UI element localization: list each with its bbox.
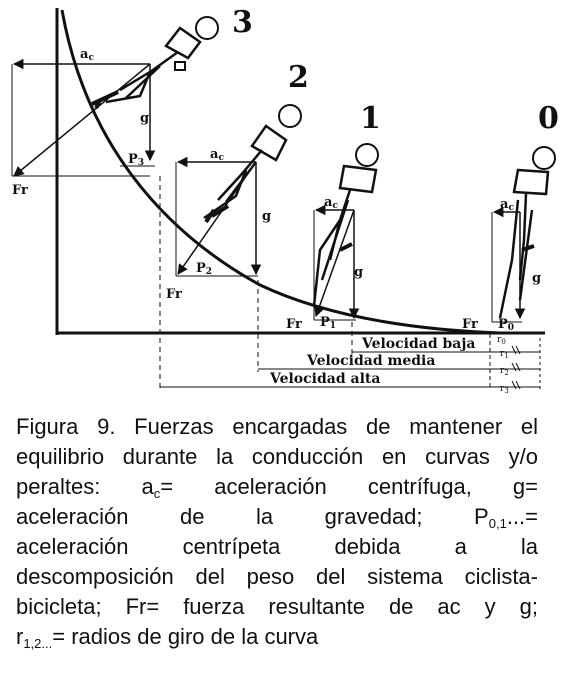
ac-label-1: ac [324, 195, 338, 211]
position-2-label: 2 [288, 60, 309, 95]
caption-line-3-sub: c [153, 486, 161, 501]
fr-label-1: Fr [286, 317, 302, 332]
caption-line-3-b: = aceleración centrífuga, g= [160, 474, 539, 499]
position-3-label: 3 [232, 5, 253, 40]
cycling-forces-diagram: 3 2 1 0 ac g Fr P3 ac g Fr P2 ac [11, 5, 559, 395]
cyclist-1 [312, 143, 379, 307]
g-label-1: g [354, 265, 363, 280]
break-marks [511, 345, 521, 390]
cyclist-3 [91, 16, 219, 109]
ac-label-2: ac [210, 147, 224, 163]
position-1-label: 1 [360, 101, 381, 136]
p0-label: P0 [498, 317, 514, 333]
caption-line-3: peraltes: ac= aceleración centrífuga, g= [16, 472, 538, 502]
caption-line-3-a: peraltes: a [16, 474, 154, 499]
r0-label: r0 [497, 335, 506, 346]
speed-low-label: Velocidad baja [361, 336, 476, 352]
caption-line-4: aceleración de la gravedad; P0,1...= [16, 502, 538, 532]
caption-line-2: equilibrio durante la conducción en curv… [16, 444, 538, 469]
caption-line-8: r1,2...= radios de giro de la curva [16, 622, 538, 652]
p1-label: P1 [320, 315, 336, 331]
g-label-2: g [262, 209, 271, 224]
fr-label-3: Fr [12, 183, 28, 198]
fr-label-2: Fr [166, 287, 182, 302]
curve-path [60, 9, 501, 335]
p2-label: P2 [196, 261, 212, 277]
fr-arrow-3 [13, 63, 151, 177]
caption-line-1: Figura 9. Fuerzas encargadas de mantener… [16, 414, 538, 439]
caption-line-4-sub: 0,1 [488, 516, 507, 531]
position-0-label: 0 [538, 101, 559, 136]
p3-label: P3 [128, 152, 144, 168]
caption-line-4-b: ...= [506, 504, 538, 529]
caption-line-5: aceleración centrípeta debida a la [16, 534, 538, 559]
r2-label: r2 [500, 366, 509, 377]
caption-line-6: descomposición del peso del sistema cicl… [16, 564, 538, 589]
cyclist-0 [498, 146, 556, 319]
caption-line-8-sub: 1,2... [23, 636, 53, 651]
ac-label-3: ac [80, 47, 94, 63]
r3-label: r3 [500, 384, 509, 395]
caption-line-8-b: = radios de giro de la curva [52, 624, 319, 649]
speed-high-label: Velocidad alta [269, 371, 380, 387]
caption-line-8-a: r [16, 624, 24, 649]
fr-label-0: Fr [462, 317, 478, 332]
figure-caption: Figura 9. Fuerzas encargadas de mantener… [16, 412, 538, 652]
caption-line-4-a: aceleración de la gravedad; P [16, 504, 489, 529]
ac-label-0: ac [500, 197, 514, 213]
fr-arrow-1 [314, 209, 355, 317]
fr-arrow-2 [177, 161, 257, 275]
speed-medium-label: Velocidad media [306, 353, 435, 369]
cyclist-2 [203, 104, 302, 224]
caption-line-7: bicicleta; Fr= fuerza resultante de ac y… [16, 594, 538, 619]
g-label-3: g [140, 111, 149, 126]
r1-label: r1 [500, 349, 509, 360]
g-label-0: g [532, 271, 541, 286]
